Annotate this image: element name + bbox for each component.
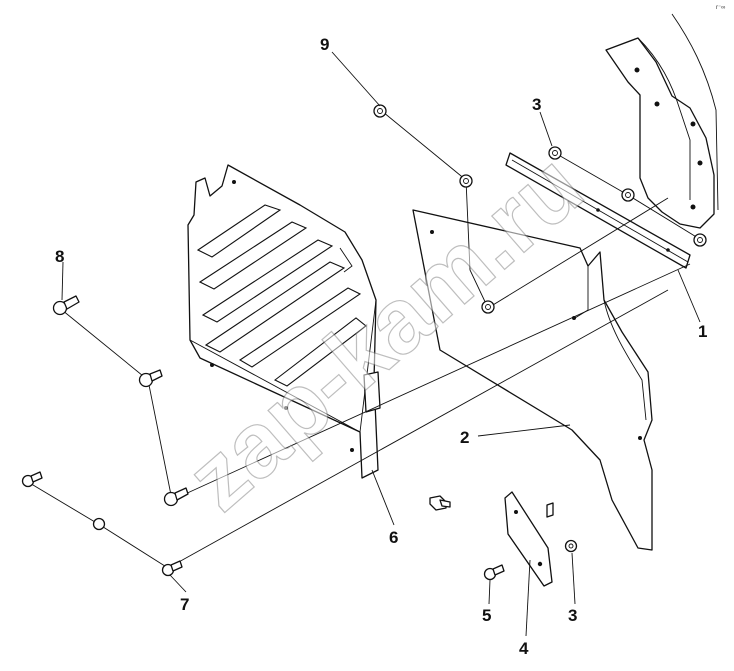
- leader-lines: [27, 111, 699, 569]
- callout-labels: 9 3 1 2 8 6 7 5 3 4: [55, 35, 707, 658]
- callout-1: 1: [698, 322, 707, 341]
- clip-part: [546, 502, 554, 518]
- nut-9-mid: [459, 174, 473, 188]
- bolt-8-mid: [138, 369, 163, 388]
- callout-9: 9: [320, 35, 329, 54]
- bolt-5: [483, 564, 505, 581]
- mud-flap-part: [412, 209, 653, 551]
- bolt-7-mid: [92, 517, 106, 531]
- bolt-8-low: [163, 487, 189, 507]
- callout-6: 6: [389, 528, 398, 547]
- nut-3-right: [693, 233, 707, 247]
- bracket-plate-part: [504, 491, 553, 587]
- callout-3-bottom: 3: [568, 606, 577, 625]
- bolt-loose: [429, 495, 451, 511]
- bolt-8-top: [52, 295, 80, 316]
- bolt-7-left: [21, 471, 43, 488]
- callout-7: 7: [180, 595, 189, 614]
- nut-9-top: [373, 104, 387, 118]
- nut-3-mid: [621, 188, 635, 202]
- callout-leaders: [61, 51, 701, 637]
- nut-3-bottom: [564, 539, 578, 553]
- ribbed-shield-part: [187, 164, 381, 479]
- nut-3-top: [548, 146, 562, 160]
- callout-8: 8: [55, 247, 64, 266]
- corner-mark: r⁻∞: [716, 5, 725, 11]
- callout-5: 5: [482, 606, 491, 625]
- callout-2: 2: [460, 428, 469, 447]
- fasteners: [21, 104, 707, 581]
- bolt-7-low: [161, 560, 183, 577]
- fender-part: [605, 13, 719, 229]
- nut-9-low: [481, 300, 495, 314]
- callout-4: 4: [519, 639, 529, 658]
- callout-3-top: 3: [532, 95, 541, 114]
